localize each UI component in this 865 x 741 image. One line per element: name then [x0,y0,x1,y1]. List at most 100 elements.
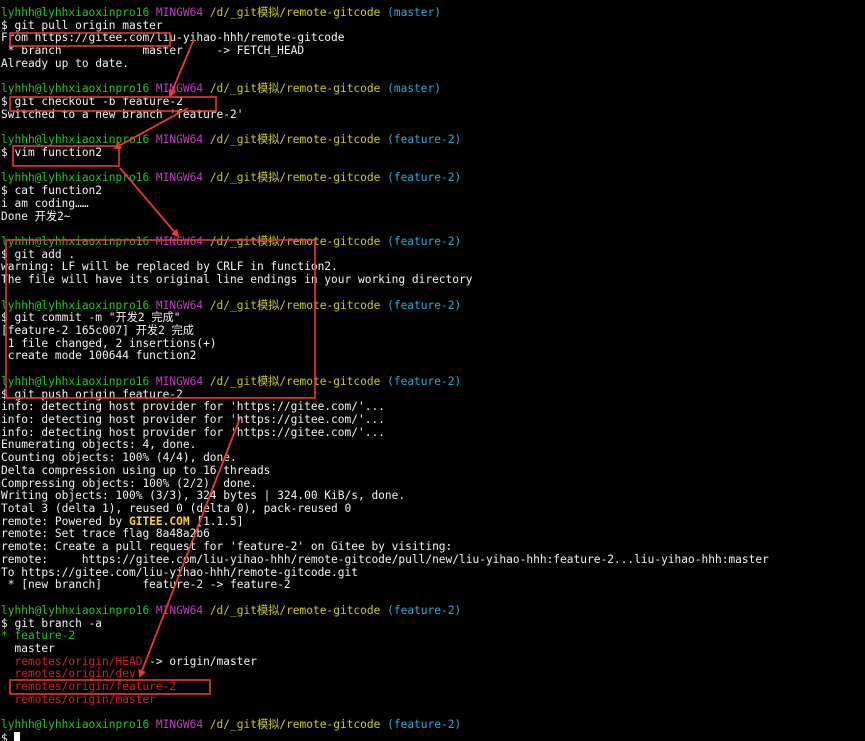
terminal-text-branch: (feature-2) [387,374,462,388]
terminal-text-plain: remote: https://gitee.com/liu-yihao-hhh/… [1,552,769,566]
terminal-text-plain: master [1,641,55,655]
terminal-text-branch: (master) [387,6,441,19]
terminal-line: * branch master -> FETCH_HEAD [1,44,865,58]
terminal-text-path: /d/_git模拟/remote-gitcode [209,234,388,248]
terminal-text-path: /d/_git模拟/remote-gitcode [209,6,388,19]
terminal-text-shell: MINGW64 [155,603,210,617]
terminal-line: lyhhh@lyhhxiaoxinpro16 MINGW64 /d/_git模拟… [1,6,865,20]
terminal-text-user: lyhhh@lyhhxiaoxinpro16 [1,298,156,312]
terminal-text-shell: MINGW64 [155,374,210,388]
terminal-text-plain: $ git checkout -b feature-2 [1,95,183,109]
terminal-line: remote: https://gitee.com/liu-yihao-hhh/… [1,552,865,567]
terminal-text-path: /d/_git模拟/remote-gitcode [209,718,388,732]
terminal-line: lyhhh@lyhhxiaoxinpro16 MINGW64 /d/_git模拟… [1,171,865,185]
terminal-text-shell: MINGW64 [155,6,210,19]
terminal-line: The file will have its original line end… [1,273,865,287]
terminal-text-shell: MINGW64 [155,133,210,147]
terminal-text-plain: $ git add . [1,247,76,261]
terminal-line: lyhhh@lyhhxiaoxinpro16 MINGW64 /d/_git模拟… [1,718,865,732]
terminal-text-path: /d/_git模拟/remote-gitcode [209,603,388,617]
terminal-text-red: remotes/origin/master [1,692,156,706]
terminal-text-red: remotes/origin/dev [1,667,136,681]
terminal-text-shell: MINGW64 [155,171,210,185]
terminal-line: $ [1,731,865,741]
terminal-line: * feature-2 [1,629,865,643]
terminal-text-green: * feature-2 [1,629,76,643]
terminal-line: master [1,641,865,656]
terminal-text-path: /d/_git模拟/remote-gitcode [209,133,388,147]
terminal-text-plain: * branch master -> FETCH_HEAD [1,44,305,58]
terminal-text-user: lyhhh@lyhhxiaoxinpro16 [1,171,156,185]
terminal-text-plain: $ git pull origin master [1,18,163,32]
terminal-text-branch: (feature-2) [387,171,462,185]
terminal-text-shell: MINGW64 [155,234,210,248]
terminal-line: $ cat function2 [1,184,865,198]
terminal-line: Done 开发2~ [1,209,865,224]
terminal-text-shell: MINGW64 [155,298,210,312]
terminal-line: lyhhh@lyhhxiaoxinpro16 MINGW64 /d/_git模拟… [1,234,865,249]
terminal-text-plain: warning: LF will be replaced by CRLF in … [1,260,338,274]
terminal-output: lyhhh@lyhhxiaoxinpro16 MINGW64 /d/_git模拟… [1,6,865,741]
terminal-text-plain: Writing objects: 100% (3/3), 324 bytes |… [1,489,406,503]
terminal-text-user: lyhhh@lyhhxiaoxinpro16 [1,374,156,388]
terminal-text-plain: Switched to a new branch 'feature-2' [1,107,244,121]
terminal-text-user: lyhhh@lyhhxiaoxinpro16 [1,133,156,147]
terminal-line: lyhhh@lyhhxiaoxinpro16 MINGW64 /d/_git模拟… [1,133,865,147]
terminal-text-plain: Delta compression using up to 16 threads [1,463,271,477]
terminal-text-gitee: GITEE.COM [128,514,190,528]
terminal-text-branch: (feature-2) [387,603,462,617]
terminal-line: info: detecting host provider for 'https… [1,400,865,414]
terminal-text-user: lyhhh@lyhhxiaoxinpro16 [1,6,156,19]
terminal-text-red: remotes/origin/feature-2 [1,680,177,694]
terminal-text-branch: (feature-2) [387,718,462,732]
terminal-text-plain: From https://gitee.com/liu-yihao-hhh/rem… [1,31,345,45]
terminal-text-plain: The file will have its original line end… [1,273,473,287]
terminal-text-path: /d/_git模拟/remote-gitcode [209,298,388,312]
terminal-text-shell: MINGW64 [155,718,210,732]
terminal-text-plain: $ vim function2 [1,145,103,159]
terminal-text-plain: Already up to date. [1,56,129,70]
terminal-text-shell: MINGW64 [155,82,210,96]
terminal-text-plain: info: detecting host provider for 'https… [1,413,385,426]
terminal-text-plain: create mode 100644 function2 [1,349,197,363]
terminal-text-user: lyhhh@lyhhxiaoxinpro16 [1,82,156,96]
terminal-text-plain: Done 开发2~ [1,209,71,223]
terminal-text-plain: Enumerating objects: 4, done. [1,438,197,452]
terminal-line: i am coding…… [1,196,865,211]
terminal-line: remotes/origin/dev [1,668,865,681]
terminal-text-plain: * [new branch] feature-2 -> feature-2 [1,578,291,592]
terminal-text-path: /d/_git模拟/remote-gitcode [209,82,388,96]
terminal-line: $ git branch -a [1,616,865,631]
terminal-text-plain: $ git push origin feature-2 [1,387,183,401]
terminal-text-user: lyhhh@lyhhxiaoxinpro16 [1,603,156,617]
terminal-text-branch: (feature-2) [387,298,462,312]
terminal-text-plain: 1 file changed, 2 insertions(+) [1,336,217,350]
terminal-text-plain: remote: Set trace flag 8a48a2b6 [1,527,210,541]
terminal-line: $ vim function2 [1,145,865,160]
terminal-text-plain: [feature-2 165c007] 开发2 完成 [1,323,194,337]
terminal-text-plain: $ [1,731,15,741]
terminal-text-path: /d/_git模拟/remote-gitcode [209,374,388,388]
terminal-line: create mode 100644 function2 [1,350,865,363]
terminal-text-plain: Total 3 (delta 1), reused 0 (delta 0), p… [1,502,352,516]
terminal-line: * [new branch] feature-2 -> feature-2 [1,578,865,592]
terminal-text-plain: $ git commit -m "开发2 完成" [1,311,181,325]
terminal-text-plain: i am coding…… [1,196,89,210]
terminal-text-path: /d/_git模拟/remote-gitcode [209,171,388,185]
terminal-text-plain: Counting objects: 100% (4/4), done. [1,451,237,465]
terminal-line: Switched to a new branch 'feature-2' [1,107,865,122]
terminal-line: Already up to date. [1,56,865,71]
text-cursor [14,731,21,741]
terminal-line: lyhhh@lyhhxiaoxinpro16 MINGW64 /d/_git模拟… [1,603,865,618]
terminal-text-plain: Compressing objects: 100% (2/2), done. [1,476,257,490]
terminal-text-plain: -> origin/master [142,654,257,668]
terminal-text-plain: remote: Create a pull request for 'featu… [1,540,453,554]
terminal-text-plain: To https://gitee.com/liu-yihao-hhh/remot… [1,565,358,579]
terminal-text-user: lyhhh@lyhhxiaoxinpro16 [1,234,156,248]
terminal-line: $ git pull origin master [1,18,865,33]
terminal-text-plain: $ git branch -a [1,616,103,630]
terminal-text-branch: (master) [387,82,441,96]
terminal-line: remotes/origin/master [1,692,865,707]
terminal-text-plain: [1.1.5] [189,514,244,528]
